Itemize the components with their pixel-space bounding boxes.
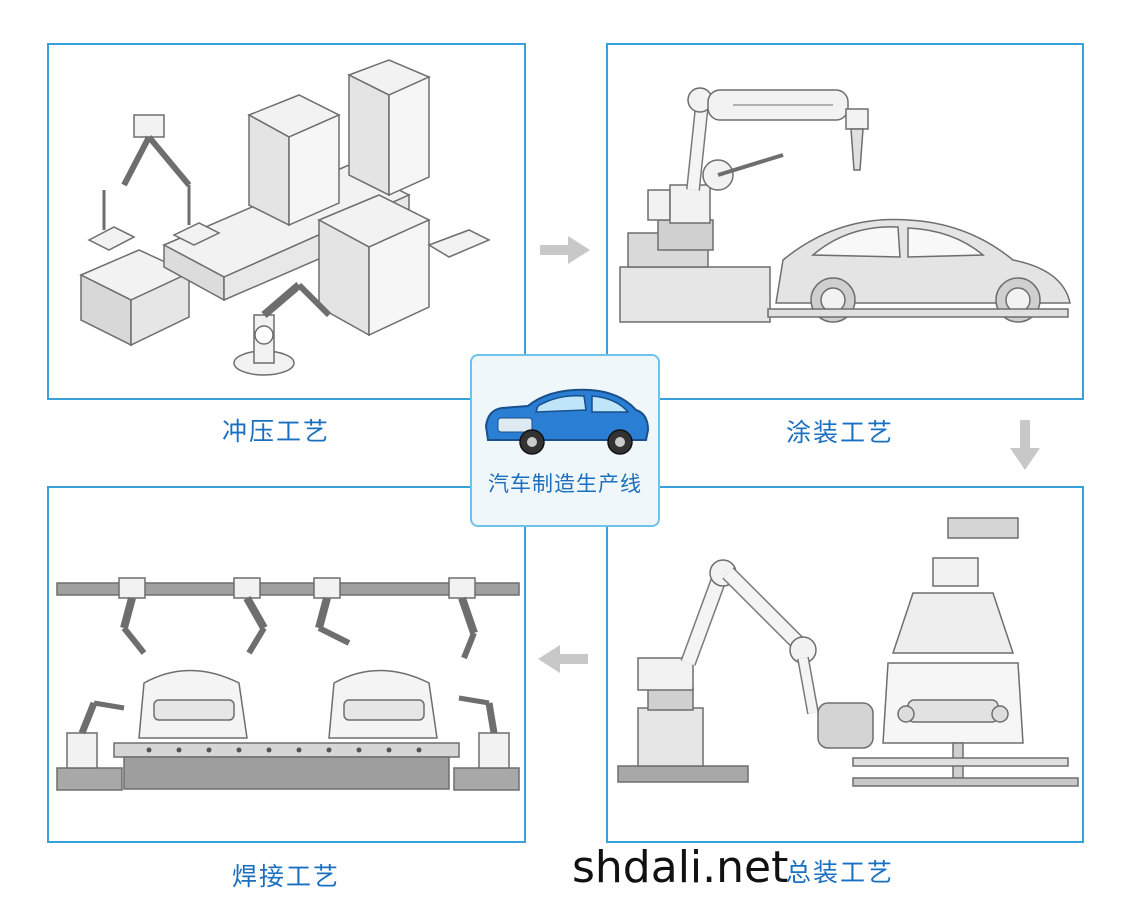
center-card: 汽车制造生产线 bbox=[470, 354, 660, 527]
painting-panel bbox=[606, 43, 1084, 400]
assembly-robot-illustration bbox=[617, 517, 1079, 787]
painting-label: 涂装工艺 bbox=[786, 418, 895, 447]
watermark-text: shdali.net bbox=[572, 842, 789, 893]
assembly-label: 总装工艺 bbox=[786, 858, 895, 887]
stamping-line-illustration bbox=[79, 59, 491, 376]
car-icon bbox=[484, 388, 650, 455]
welding-panel bbox=[47, 486, 526, 843]
assembly-panel bbox=[606, 486, 1084, 843]
arrow-down-icon bbox=[1010, 420, 1040, 470]
welding-label: 焊接工艺 bbox=[232, 862, 341, 891]
welding-line-illustration bbox=[56, 577, 520, 791]
painting-robot-illustration bbox=[619, 87, 1071, 323]
arrow-right-icon bbox=[540, 236, 590, 264]
stamping-label: 冲压工艺 bbox=[222, 417, 331, 446]
center-title: 汽车制造生产线 bbox=[488, 472, 642, 496]
arrow-left-icon bbox=[538, 645, 588, 673]
stamping-panel bbox=[47, 43, 526, 400]
